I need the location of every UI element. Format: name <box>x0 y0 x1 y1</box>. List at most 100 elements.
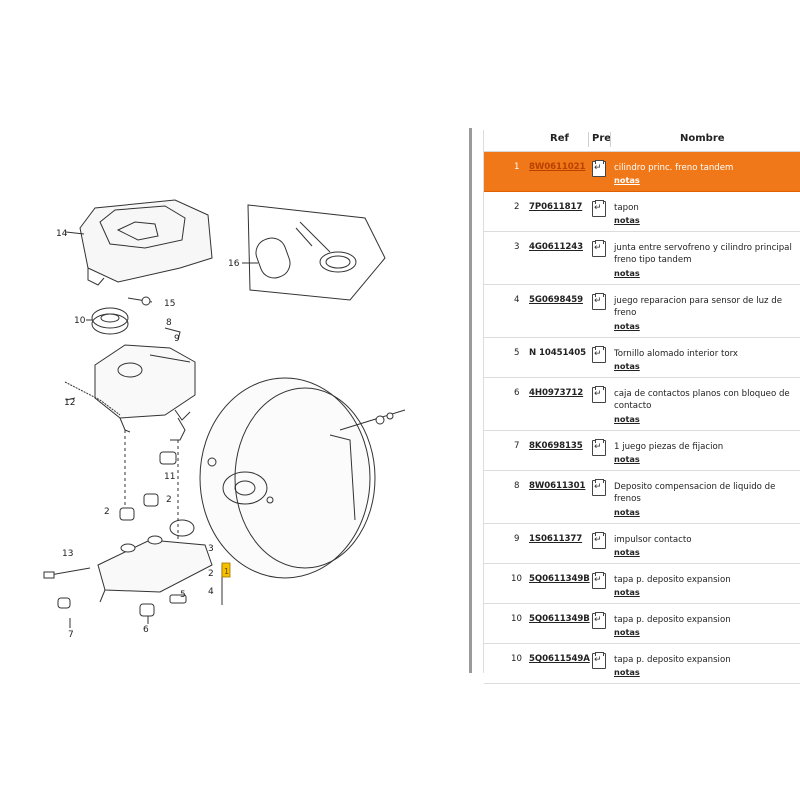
notes-link[interactable]: notas <box>614 547 640 557</box>
clipboard-icon[interactable]: ↵ <box>592 346 606 363</box>
callout-3[interactable]: 3 <box>208 544 214 554</box>
connector-inset-drawing <box>247 204 386 301</box>
row-number: 6 <box>514 388 520 398</box>
enter-arrow-icon: ↵ <box>594 389 602 399</box>
enter-arrow-icon: ↵ <box>594 575 602 585</box>
callout-4[interactable]: 4 <box>208 587 214 597</box>
callout-12[interactable]: 12 <box>64 398 75 408</box>
notes-link[interactable]: notas <box>614 215 640 225</box>
callout-2-a[interactable]: 2 <box>104 507 110 517</box>
enter-arrow-icon: ↵ <box>594 349 602 359</box>
callout-8[interactable]: 8 <box>166 318 172 328</box>
selected-part-marker[interactable]: 1 <box>221 562 231 578</box>
row-number: 2 <box>514 202 520 212</box>
enter-arrow-icon: ↵ <box>594 243 602 253</box>
notes-link[interactable]: notas <box>614 414 640 424</box>
part-ref-link[interactable]: 5Q0611349B <box>529 574 590 584</box>
notes-link[interactable]: notas <box>614 361 640 371</box>
clipboard-icon[interactable]: ↵ <box>592 293 606 310</box>
clipboard-icon[interactable]: ↵ <box>592 200 606 217</box>
clipboard-icon[interactable]: ↵ <box>592 439 606 456</box>
callout-10[interactable]: 10 <box>74 316 86 326</box>
enter-arrow-icon: ↵ <box>594 615 602 625</box>
svg-text:1: 1 <box>224 567 229 576</box>
notes-link[interactable]: notas <box>614 507 640 517</box>
clipboard-icon[interactable]: ↵ <box>592 532 606 549</box>
clipboard-icon[interactable]: ↵ <box>592 479 606 496</box>
header-ref[interactable]: Ref <box>550 133 569 144</box>
part-name: tapa p. deposito expansion <box>614 615 731 625</box>
table-row[interactable]: 5 N 10451405 ↵ Tornillo alomado interior to… <box>484 338 800 378</box>
row-number: 4 <box>514 295 520 305</box>
row-number: 9 <box>514 534 520 544</box>
row-number: 8 <box>514 481 520 491</box>
notes-link[interactable]: notas <box>614 454 640 464</box>
parts-table-header: Ref Pre Nombre <box>484 128 800 152</box>
part-ref-link[interactable]: 7P0611817 <box>529 202 583 212</box>
enter-arrow-icon: ↵ <box>594 655 602 665</box>
part-name: tapa p. deposito expansion <box>614 575 731 585</box>
part-name: junta entre servofreno y cilindro princi… <box>614 243 792 265</box>
table-row[interactable]: 10 5Q0611349B ↵ tapa p. deposito expansion n… <box>484 604 800 644</box>
row-number: 10 <box>511 614 522 624</box>
notes-link[interactable]: notas <box>614 627 640 637</box>
callout-9[interactable]: 9 <box>174 334 180 344</box>
clipboard-icon[interactable]: ↵ <box>592 386 606 403</box>
part-ref-link[interactable]: 4H0973712 <box>529 388 584 398</box>
callout-16[interactable]: 16 <box>228 259 240 269</box>
part-ref-link[interactable]: N 10451405 <box>529 348 587 358</box>
part-ref-link[interactable]: 5G0698459 <box>529 295 583 305</box>
clipboard-icon[interactable]: ↵ <box>592 572 606 589</box>
header-name[interactable]: Nombre <box>680 133 725 144</box>
row-number: 10 <box>511 654 522 664</box>
notes-link[interactable]: notas <box>614 175 640 185</box>
part-ref-link[interactable]: 8W0611301 <box>529 481 586 491</box>
enter-arrow-icon: ↵ <box>594 296 602 306</box>
callout-11[interactable]: 11 <box>164 472 175 482</box>
notes-link[interactable]: notas <box>614 321 640 331</box>
part-ref-link[interactable]: 1S0611377 <box>529 534 583 544</box>
master-cylinder-drawing <box>97 493 213 603</box>
table-row[interactable]: 7 8K0698135 ↵ 1 juego piezas de fijacion not… <box>484 431 800 471</box>
enter-arrow-icon: ↵ <box>594 442 602 452</box>
brake-booster-drawing <box>199 377 406 579</box>
callout-15[interactable]: 15 <box>164 299 175 309</box>
part-ref-link[interactable]: 4G0611243 <box>529 242 583 252</box>
part-name: Tornillo alomado interior torx <box>614 349 738 359</box>
callout-13[interactable]: 13 <box>62 549 73 559</box>
row-number: 7 <box>514 441 520 451</box>
callout-5[interactable]: 5 <box>180 590 186 600</box>
notes-link[interactable]: notas <box>614 268 640 278</box>
panel-divider-line <box>483 130 484 673</box>
notes-link[interactable]: notas <box>614 587 640 597</box>
callout-14[interactable]: 14 <box>56 229 68 239</box>
clipboard-icon[interactable]: ↵ <box>592 160 606 177</box>
panel-divider[interactable] <box>469 128 472 673</box>
part-ref-link[interactable]: 8K0698135 <box>529 441 583 451</box>
callout-2-b[interactable]: 2 <box>166 495 172 505</box>
part-ref-link[interactable]: 5Q0611349B <box>529 614 590 624</box>
enter-arrow-icon: ↵ <box>594 482 602 492</box>
row-number: 5 <box>514 348 520 358</box>
enter-arrow-icon: ↵ <box>594 163 602 173</box>
header-pre[interactable]: Pre <box>592 133 612 144</box>
part-ref-link[interactable]: 5Q0611549A <box>529 654 590 664</box>
part-ref-link[interactable]: 8W0611021 <box>529 162 586 172</box>
callout-7[interactable]: 7 <box>68 630 74 640</box>
callout-6[interactable]: 6 <box>143 625 149 635</box>
part-name: 1 juego piezas de fijacion <box>614 442 724 452</box>
clipboard-icon[interactable]: ↵ <box>592 612 606 629</box>
callout-2-c[interactable]: 2 <box>208 569 214 579</box>
clipboard-icon[interactable]: ↵ <box>592 652 606 669</box>
clipboard-icon[interactable]: ↵ <box>592 240 606 257</box>
notes-link[interactable]: notas <box>614 667 640 677</box>
